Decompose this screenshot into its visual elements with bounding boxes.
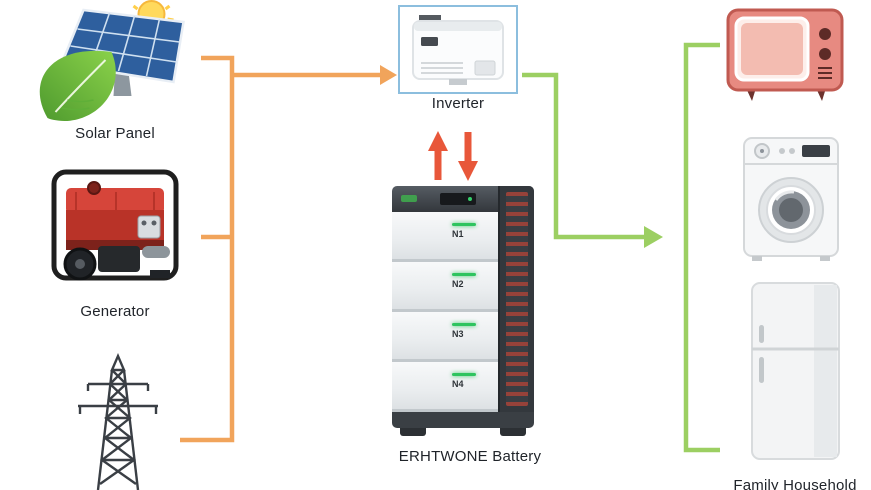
battery-module-stack: N1 N2 N3 N4 xyxy=(392,212,498,412)
battery-module: N4 xyxy=(392,362,498,412)
module-label: N4 xyxy=(452,379,464,389)
leaf-icon xyxy=(39,50,116,121)
solar-panel-icon xyxy=(32,0,190,125)
battery-base xyxy=(392,412,534,436)
battery-icon: N1 N2 N3 N4 xyxy=(392,186,534,436)
battery-module: N3 xyxy=(392,312,498,362)
battery-cell-column xyxy=(498,186,534,412)
solar-panel-label: Solar Panel xyxy=(75,125,155,142)
loads-label: Family Household xyxy=(733,477,857,490)
battery-brand-logo xyxy=(401,195,417,202)
inverter-to-loads-line xyxy=(522,72,644,240)
source-arrowhead xyxy=(380,65,397,85)
loads-bracket-line xyxy=(683,42,720,453)
module-label: N2 xyxy=(452,279,464,289)
generator-icon xyxy=(46,158,186,300)
battery-charge-arrowhead xyxy=(458,161,478,181)
battery-module: N2 xyxy=(392,262,498,312)
inverter-label: Inverter xyxy=(431,95,485,112)
tv-icon xyxy=(726,6,846,102)
washing-machine-icon xyxy=(742,136,842,262)
battery-display xyxy=(440,193,476,205)
module-label: N1 xyxy=(452,229,464,239)
module-led-indicator xyxy=(452,373,476,376)
inverter-highlight-box xyxy=(398,5,518,94)
generator-label: Generator xyxy=(80,303,150,320)
loads-arrowhead xyxy=(644,226,663,248)
module-led-indicator xyxy=(452,323,476,326)
battery-module: N1 xyxy=(392,212,498,262)
power-tower-icon xyxy=(68,352,168,490)
module-label: N3 xyxy=(452,329,464,339)
module-led-indicator xyxy=(452,273,476,276)
module-led-indicator xyxy=(452,223,476,226)
battery-label: ERHTWONE Battery xyxy=(398,448,542,465)
refrigerator-icon xyxy=(748,281,843,463)
battery-discharge-arrowhead xyxy=(428,131,448,151)
inverter-icon xyxy=(412,14,504,85)
